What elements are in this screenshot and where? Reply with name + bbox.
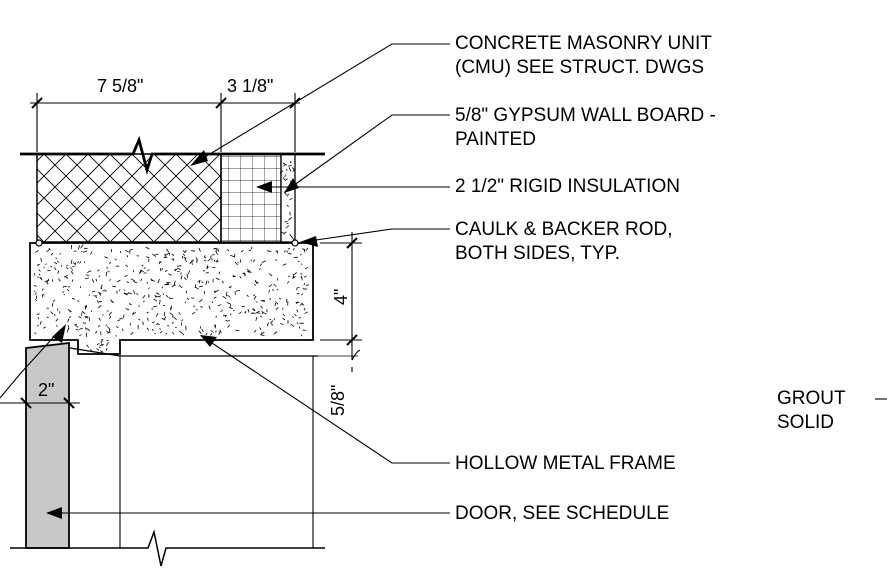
dim-lintel-height: 4" (331, 289, 351, 305)
callout-cmu-line1: CONCRETE MASONRY UNIT (455, 33, 712, 54)
callout-caulk-line1: CAULK & BACKER ROD, (455, 219, 673, 240)
callout-caulk-line2: BOTH SIDES, TYP. (455, 243, 621, 264)
concrete-lintel (29, 242, 314, 355)
dimension-lines (0, 93, 362, 409)
callout-gypsum-line2: PAINTED (455, 129, 536, 150)
callout-insulation-line1: 2 1/2" RIGID INSULATION (455, 176, 680, 197)
caulk-beads (35, 239, 299, 247)
dim-insulation-width: 3 1/8" (227, 76, 273, 96)
hollow-metal-frame (69, 347, 358, 548)
callout-insulation: 2 1/2" RIGID INSULATION (455, 175, 680, 199)
break-line-bottom (10, 529, 325, 567)
callout-frame-line1: HOLLOW METAL FRAME (455, 453, 676, 474)
leader-lines (0, 43, 887, 514)
gypsum-board (279, 153, 296, 243)
callout-gypsum-line1: 5/8" GYPSUM WALL BOARD - (455, 105, 716, 126)
callout-grout-line2: SOLID (777, 412, 835, 433)
break-line-top (20, 135, 325, 176)
callout-caulk: CAULK & BACKER ROD, BOTH SIDES, TYP. (455, 218, 673, 266)
callout-gypsum: 5/8" GYPSUM WALL BOARD - PAINTED (455, 104, 716, 152)
callout-grout-line1: GROUT (777, 388, 846, 409)
callout-cmu: CONCRETE MASONRY UNIT (CMU) SEE STRUCT. … (455, 32, 712, 80)
callout-cmu-line2: (CMU) SEE STRUCT. DWGS (455, 57, 705, 78)
door-leaf (25, 341, 70, 549)
callout-frame: HOLLOW METAL FRAME (455, 452, 676, 476)
callout-door: DOOR, SEE SCHEDULE (455, 502, 669, 526)
leader-arrowheads (46, 150, 318, 519)
rigid-insulation (220, 153, 282, 243)
cmu-block (36, 153, 222, 243)
dim-frame-gap: 5/8" (328, 385, 348, 416)
dim-door-thickness: 2" (38, 380, 54, 400)
dim-cmu-width: 7 5/8" (97, 76, 143, 96)
callout-grout: GROUT SOLID (777, 387, 846, 435)
callout-door-line1: DOOR, SEE SCHEDULE (455, 503, 670, 524)
